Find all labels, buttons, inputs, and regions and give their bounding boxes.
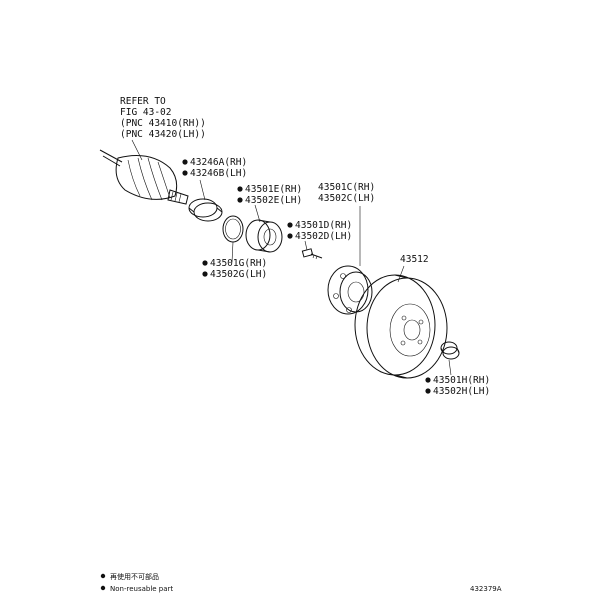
label-43512: 43512 [400, 254, 429, 265]
refer-line-2: FIG 43-02 [120, 107, 171, 118]
refer-line-4: (PNC 43420(LH)) [120, 129, 206, 140]
leader-43512 [397, 265, 405, 283]
label-43501c: 43501C(RH) [318, 182, 375, 193]
legend-jp: 再使用不可部品 [110, 572, 159, 581]
dust-deflector [188, 198, 223, 222]
snap-ring [222, 215, 244, 243]
label-43502h: 43502H(LH) [433, 386, 490, 397]
brake-disc [354, 274, 448, 379]
leader-43501g [231, 241, 234, 263]
drive-shaft [99, 149, 189, 205]
leader-43501h [448, 359, 452, 376]
refer-line-1: REFER TO [120, 96, 166, 107]
non-reusable-marker-d-lh [287, 233, 293, 239]
label-43502g: 43502G(LH) [210, 269, 267, 280]
non-reusable-marker-h-lh [425, 388, 431, 394]
non-reusable-marker-a-lh [182, 170, 188, 176]
label-43246b: 43246B(LH) [190, 168, 247, 179]
non-reusable-marker-g-lh [202, 271, 208, 277]
non-reusable-marker-e-lh [237, 197, 243, 203]
legend: 再使用不可部品 Non-reusable part [100, 572, 173, 593]
label-43502e: 43502E(LH) [245, 195, 302, 206]
non-reusable-marker-d-rh [287, 222, 293, 228]
hub-nut [440, 341, 460, 360]
hub-bearing [245, 219, 283, 253]
label-43501h: 43501H(RH) [433, 375, 490, 386]
refer-leader [131, 139, 143, 161]
hub-bolt [301, 248, 323, 260]
refer-note: REFER TO FIG 43-02 (PNC 43410(RH)) (PNC … [120, 96, 206, 140]
non-reusable-marker-e-rh [237, 186, 243, 192]
label-43501g: 43501G(RH) [210, 258, 267, 269]
figure-id: 432379A [470, 585, 502, 593]
refer-line-3: (PNC 43410(RH)) [120, 118, 206, 129]
legend-marker-jp [100, 573, 106, 579]
leader-43246 [199, 179, 206, 201]
legend-en: Non-reusable part [110, 585, 173, 593]
label-43501e: 43501E(RH) [245, 184, 302, 195]
label-43246a: 43246A(RH) [190, 157, 247, 168]
leader-43501d [304, 240, 308, 251]
leader-43501e [254, 204, 261, 223]
label-43501d: 43501D(RH) [295, 220, 352, 231]
axle-hub [327, 265, 373, 315]
label-43502c: 43502C(LH) [318, 193, 375, 204]
label-43502d: 43502D(LH) [295, 231, 352, 242]
non-reusable-marker-a-rh [182, 159, 188, 165]
non-reusable-marker-h-rh [425, 377, 431, 383]
legend-marker-en [100, 585, 106, 591]
non-reusable-marker-g-rh [202, 260, 208, 266]
